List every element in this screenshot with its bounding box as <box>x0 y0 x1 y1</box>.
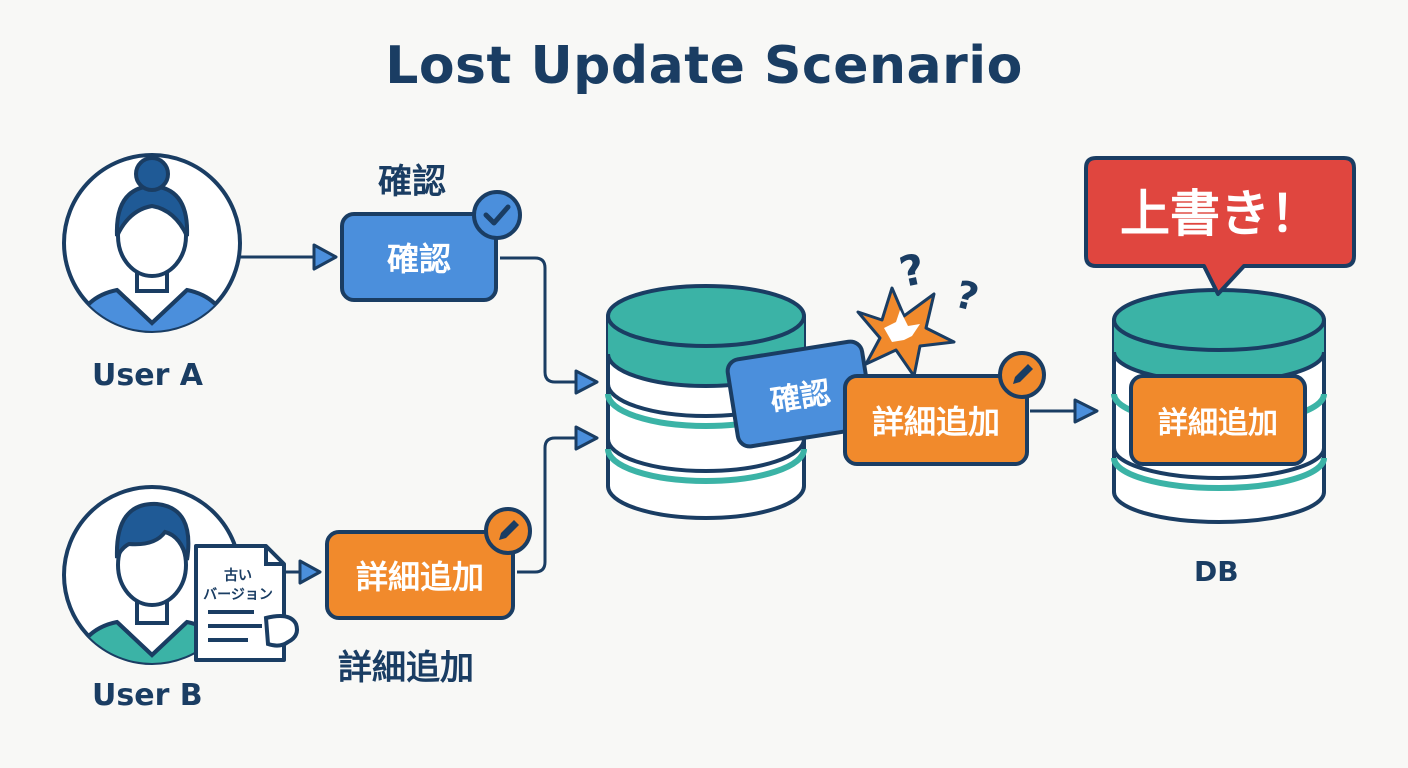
step-b-caption: 詳細追加 <box>338 648 474 688</box>
step-a-badge: 確認 <box>340 212 498 302</box>
pencil-icon <box>998 351 1046 399</box>
step-b-badge: 詳細追加 <box>325 530 515 620</box>
connector-a-to-db <box>500 256 578 384</box>
connector-b-to-db <box>517 436 578 574</box>
arrowhead-db-bottom <box>574 425 599 451</box>
conflict-orange-card: 詳細追加 <box>843 374 1029 466</box>
document-text-line-2: バージョン <box>203 587 273 603</box>
arrowhead-final <box>1073 398 1099 424</box>
pencil-icon <box>484 507 532 555</box>
burst-icon <box>856 286 956 378</box>
step-a-caption: 確認 <box>378 162 446 202</box>
document-text-line-1: 古い <box>224 568 252 584</box>
arrowhead-db-top <box>574 369 599 395</box>
user-b-label: User B <box>92 678 203 713</box>
user-a-label: User A <box>92 358 204 393</box>
db-label: DB <box>1194 555 1239 588</box>
overwrite-callout-text: 上書き！ <box>1120 185 1320 243</box>
check-icon <box>472 190 522 240</box>
arrowhead-b <box>298 559 322 585</box>
stored-record-card: 詳細追加 <box>1129 374 1307 466</box>
page-title: Lost Update Scenario <box>385 36 1023 96</box>
user-a-avatar <box>62 153 242 333</box>
arrowhead-a <box>312 243 338 271</box>
document-text: 古い バージョン <box>196 567 280 605</box>
document-icon <box>194 544 299 662</box>
overwrite-callout-bubble <box>1084 156 1356 296</box>
